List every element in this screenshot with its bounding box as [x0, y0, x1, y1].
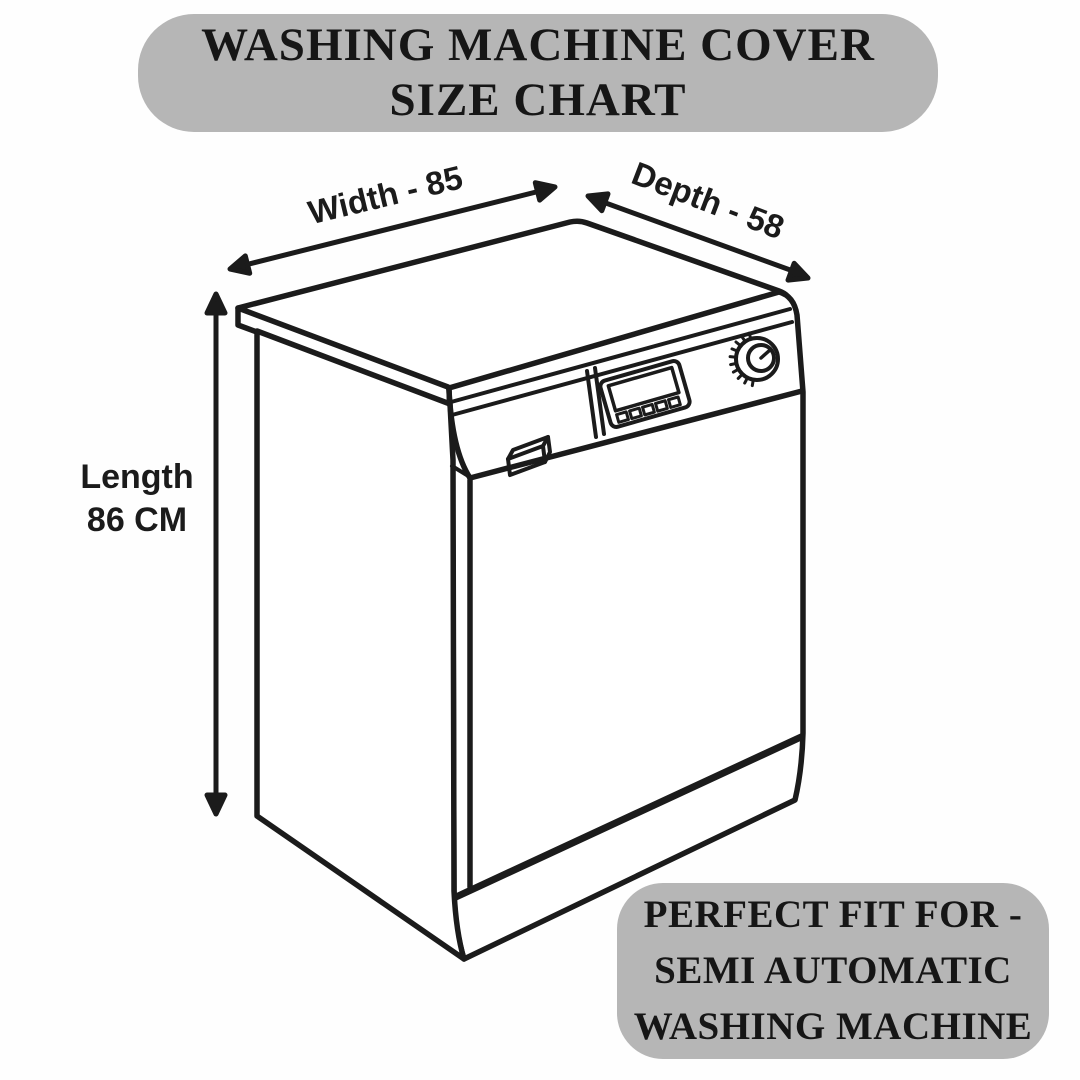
width-arrow [227, 180, 558, 276]
title-banner: WASHING MACHINE COVER SIZE CHART [138, 14, 938, 132]
title-line2: SIZE CHART [389, 74, 687, 126]
control-band-bottom-edge [467, 388, 805, 481]
footer-line2: SEMI AUTOMATIC [654, 949, 1012, 992]
length-arrow [204, 291, 228, 817]
depth-dimension-label: Depth - 58 [627, 154, 789, 246]
footer-line1: PERFECT FIT FOR - [643, 893, 1023, 936]
machine-side-panel [254, 328, 467, 962]
program-knob [728, 331, 780, 388]
machine-front-panel [446, 289, 806, 962]
length-dimension-label-line2: 86 CM [87, 501, 187, 539]
display-panel [598, 359, 692, 429]
control-band-chamfer-line [450, 464, 472, 479]
depth-arrow [585, 191, 811, 283]
control-band-divider [585, 366, 606, 439]
control-band-left-curve [446, 387, 473, 481]
door-bottom-edge [452, 733, 805, 901]
footer-banner: PERFECT FIT FOR - SEMI AUTOMATIC WASHING… [617, 883, 1049, 1059]
width-dimension-label: Width - 85 [304, 158, 466, 231]
title-line1: WASHING MACHINE COVER [201, 19, 875, 71]
length-dimension-label-line1: Length [80, 458, 193, 496]
control-band-groove [449, 307, 794, 417]
footer-line3: WASHING MACHINE [633, 1005, 1033, 1048]
detergent-drawer-handle [506, 435, 552, 477]
dimension-arrows [204, 180, 811, 817]
